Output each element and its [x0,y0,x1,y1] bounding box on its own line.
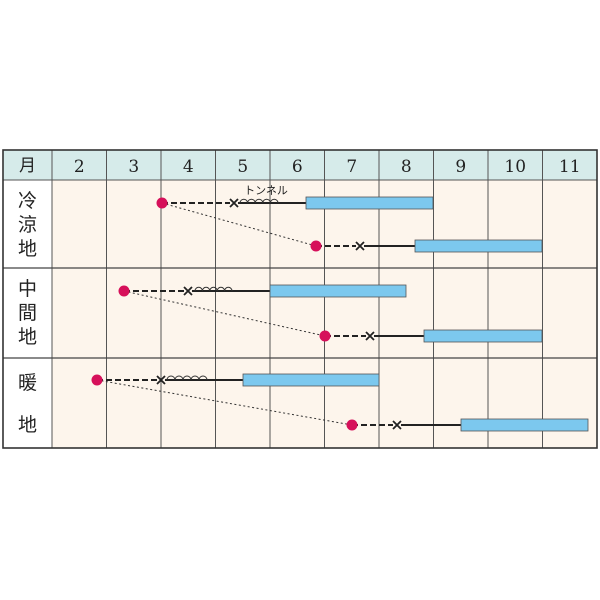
schedule-row [319,329,543,343]
sowing-dot-icon [118,285,130,297]
region-label: 地 [18,326,37,348]
sowing-connector [123,290,326,337]
table-border [2,149,598,449]
schedule-row [310,239,543,253]
planting-x-icon [229,198,239,208]
harvest-bar [414,239,543,253]
month-header: 3 [128,157,139,177]
month-header: 9 [455,157,466,177]
region-label: 間 [18,302,37,324]
month-header: 7 [346,157,357,177]
tunnel-annotation: トンネル [244,184,288,197]
harvest-bar [242,373,380,387]
harvest-bar [269,284,407,298]
region-label-column [3,180,52,448]
region-label: 涼 [18,214,37,236]
sowing-dot-icon [319,330,331,342]
month-header: 2 [74,157,85,177]
planting-x-icon [365,331,375,341]
month-header: 10 [504,157,526,177]
schedule-row [346,418,589,432]
sowing-dot-icon [310,240,322,252]
month-header: 5 [237,157,248,177]
harvest-bar [305,196,434,210]
region-label: 暖 [18,372,37,394]
region-label: 地 [18,414,37,436]
header-row [3,150,597,180]
schedule-row [91,373,380,387]
planting-x-icon [183,286,193,296]
tunnel-icon [194,286,233,292]
month-header: 11 [559,157,581,177]
month-header: 4 [183,157,194,177]
schedule-row [156,196,434,210]
tunnel-icon [166,375,208,381]
sowing-dot-icon [156,197,168,209]
header-month-label: 月 [19,156,36,176]
sowing-dot-icon [346,419,358,431]
harvest-bar [460,418,589,432]
month-header: 8 [401,157,412,177]
planting-x-icon [156,375,166,385]
sowing-dot-icon [91,374,103,386]
planting-x-icon [355,241,365,251]
region-label: 冷 [18,190,37,212]
tunnel-icon [239,198,279,204]
schedule-row [118,284,407,298]
month-header: 6 [292,157,303,177]
harvest-bar [423,329,543,343]
planting-x-icon [392,420,402,430]
region-label: 中 [18,278,37,300]
region-label: 地 [18,238,37,260]
